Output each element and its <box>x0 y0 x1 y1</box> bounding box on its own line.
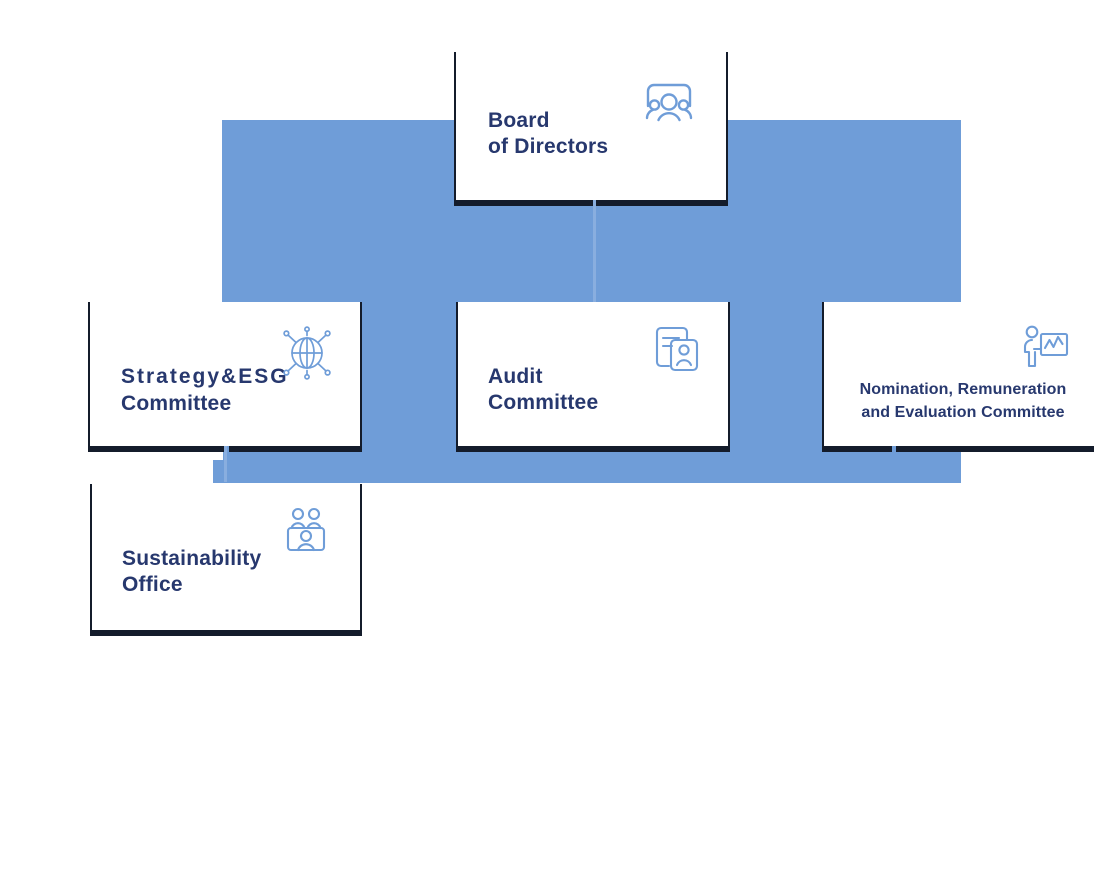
frame-bottom-bar-right <box>596 197 728 206</box>
connector-trunk-foot <box>213 460 243 483</box>
presenter-chart-icon <box>1021 324 1069 370</box>
card-surface <box>824 302 1094 446</box>
node-nomination-remuneration-evaluation-committee[interactable]: Nomination, Remuneration and Evaluation … <box>822 302 1094 452</box>
frame-bottom-bar-left <box>822 443 892 452</box>
frame-bottom-bar-left <box>454 197 593 206</box>
document-person-icon <box>651 324 699 374</box>
node-label-board: Board of Directors <box>488 109 609 158</box>
node-strategy-esg-committee[interactable]: Strategy&ESG Committee <box>88 302 362 452</box>
node-label-sustainability: Sustainability Office <box>122 547 262 596</box>
card-surface <box>90 302 360 446</box>
card-surface <box>458 302 728 446</box>
card-surface <box>456 52 726 200</box>
frame-bottom-bar <box>456 443 730 452</box>
node-label-nomination: Nomination, Remuneration and Evaluation … <box>859 381 1067 421</box>
node-label-strategy-line1: Strategy&ESG <box>121 365 289 388</box>
connector-line-board-to-audit <box>593 120 596 306</box>
frame-bottom-bar-right <box>229 443 362 452</box>
node-label-audit: Audit Committee <box>488 365 599 414</box>
node-audit-committee[interactable]: Audit Committee <box>456 302 730 452</box>
node-sustainability-office[interactable]: Sustainability Office <box>90 484 362 636</box>
group-people-icon <box>642 80 696 132</box>
node-label-strategy-line2: Committee <box>121 392 232 415</box>
globe-network-icon <box>281 326 333 380</box>
meeting-people-icon <box>282 506 330 556</box>
node-board-of-directors[interactable]: Board of Directors <box>454 52 728 206</box>
frame-bottom-bar <box>90 627 362 636</box>
connector-line-strategy-to-sustainability <box>224 430 227 482</box>
frame-bottom-bar-right <box>896 443 1094 452</box>
frame-bottom-bar-left <box>88 443 224 452</box>
